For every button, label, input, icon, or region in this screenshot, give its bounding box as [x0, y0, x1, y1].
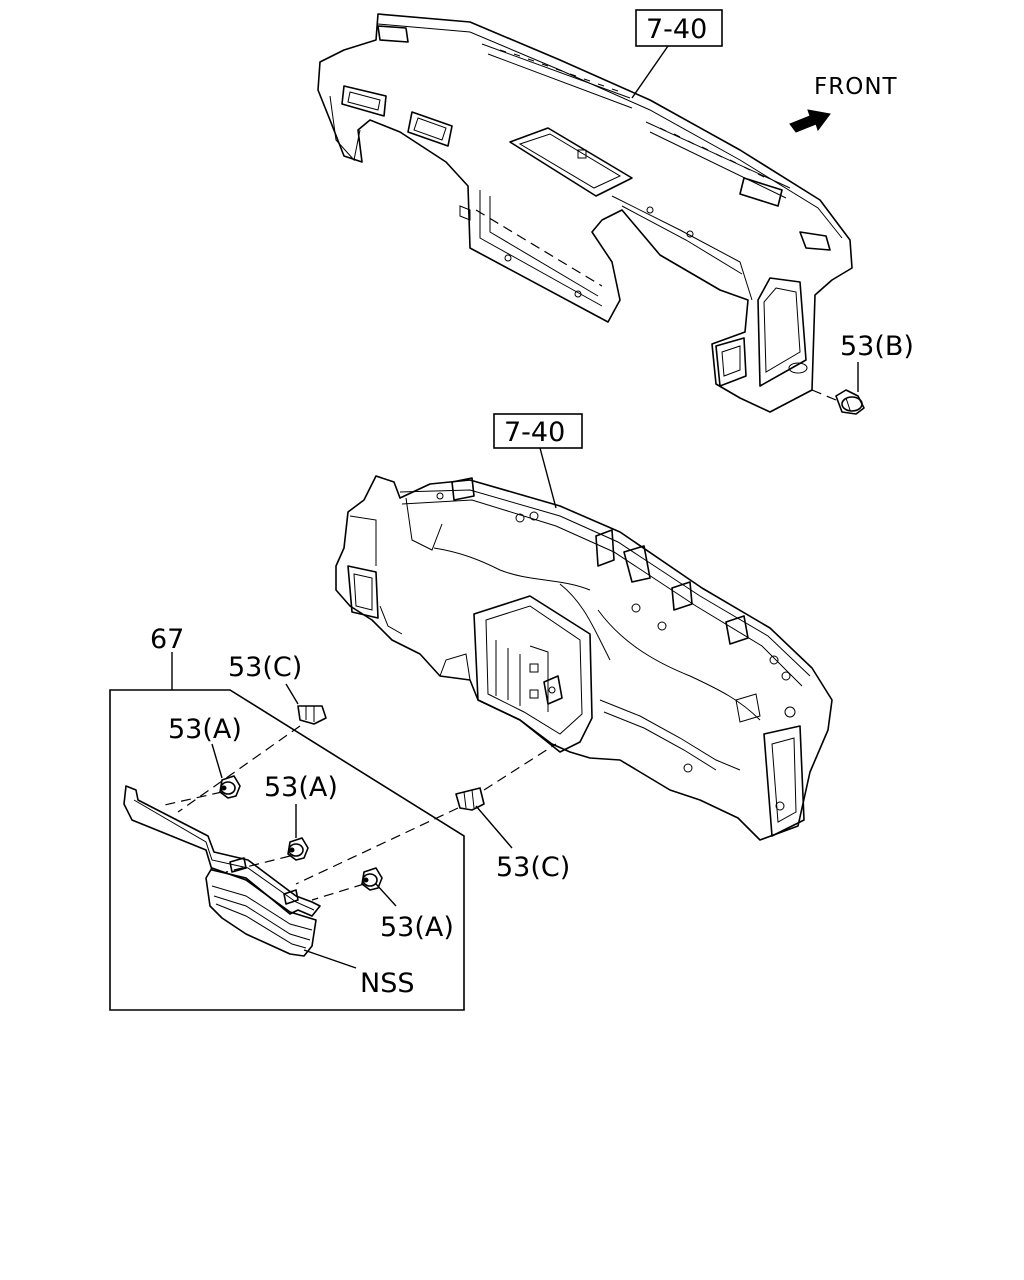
label-53a-2: 53(A)	[264, 772, 338, 803]
lower-cover-panel	[123, 785, 321, 957]
front-label: FRONT	[814, 74, 898, 100]
ref-box-lower: 7-40	[493, 413, 583, 509]
ref-label-lower: 7-40	[504, 417, 565, 448]
clip-53c-right	[455, 787, 485, 811]
label-53b: 53(B)	[840, 331, 914, 362]
clip-53a-2	[287, 837, 309, 861]
defroster-slots-right	[659, 127, 765, 178]
label-67: 67	[150, 624, 184, 655]
instrument-panel	[317, 13, 853, 413]
fastener-53b	[835, 389, 865, 415]
label-53c-right: 53(C)	[496, 852, 570, 883]
part-67-box: 67	[109, 624, 465, 1011]
clip-53a-1	[219, 775, 241, 799]
front-direction-arrow-icon	[789, 109, 831, 133]
label-53a-1: 53(A)	[168, 714, 242, 745]
ref-label-upper: 7-40	[646, 14, 707, 45]
ref-box-upper: 7-40	[631, 9, 723, 99]
label-nss: NSS	[360, 968, 414, 999]
label-53a-3: 53(A)	[380, 912, 454, 943]
label-53c-top: 53(C)	[228, 652, 302, 683]
dash-reinforcement-frame	[335, 475, 833, 841]
clip-53c-top	[297, 705, 327, 725]
defroster-slots-upper	[499, 49, 619, 92]
front-indicator: FRONT	[789, 74, 898, 133]
